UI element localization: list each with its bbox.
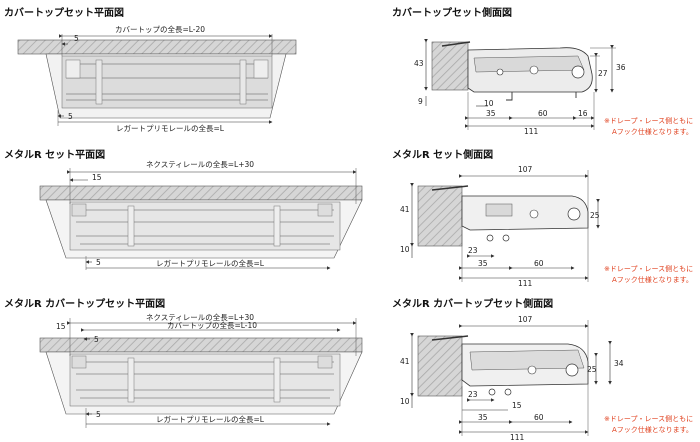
side3-labels: 107 41 10 25 34 23 15 35 60 111 bbox=[400, 315, 624, 442]
plan2-dim-15: 15 bbox=[92, 173, 102, 182]
side3-dim-41: 41 bbox=[400, 357, 410, 366]
plan1-labels: カバートップの全長=L-20 5 5 レガートプリモレールの全長=L bbox=[68, 24, 225, 133]
side1-dim-36: 36 bbox=[616, 63, 626, 72]
side3-dim-23: 23 bbox=[468, 390, 478, 399]
side2-dim-23: 23 bbox=[468, 246, 478, 255]
side-view-metal-r bbox=[410, 170, 600, 282]
side3-dim-35: 35 bbox=[478, 413, 488, 422]
side3-dim-15: 15 bbox=[512, 401, 522, 410]
note-1-line-2: Aフック仕様となります。 bbox=[612, 128, 693, 136]
side3-dim-60: 60 bbox=[534, 413, 544, 422]
side1-dim-111: 111 bbox=[524, 127, 539, 136]
plan3-top-length-label-1: ネクスティレールの全長=L+30 bbox=[146, 312, 254, 322]
note-3-line-1: ※ドレープ・レース側ともに bbox=[604, 415, 694, 423]
side1-dim-10: 10 bbox=[484, 99, 494, 108]
side3-dim-25: 25 bbox=[587, 365, 597, 374]
plan3-labels: ネクスティレールの全長=L+30 カバートップの全長=L-10 15 5 5 レ… bbox=[56, 312, 265, 424]
note-3-line-2: Aフック仕様となります。 bbox=[612, 426, 693, 434]
title-metal-r-cover-plan: メタルR カバートップセット平面図 bbox=[4, 299, 166, 310]
plan2-labels: ネクスティレールの全長=L+30 15 5 レガートプリモレールの全長=L bbox=[92, 159, 265, 268]
plan3-dim-15: 15 bbox=[56, 322, 66, 331]
plan3-bottom-length-label: レガートプリモレールの全長=L bbox=[156, 414, 265, 424]
side2-dim-25: 25 bbox=[590, 211, 600, 220]
side2-dim-41: 41 bbox=[400, 205, 410, 214]
plan1-top-length-label: カバートップの全長=L-20 bbox=[115, 24, 205, 34]
side-view-cover-top bbox=[424, 39, 616, 130]
side2-dim-10: 10 bbox=[400, 245, 410, 254]
note-hook-spec-1: ※ドレープ・レース側ともに Aフック仕様となります。 bbox=[604, 116, 693, 138]
note-hook-spec-2: ※ドレープ・レース側ともに Aフック仕様となります。 bbox=[604, 264, 693, 286]
plan3-dim-5-bottom: 5 bbox=[96, 410, 101, 419]
title-metal-r-plan: メタルR セット平面図 bbox=[4, 150, 106, 161]
side1-dim-9: 9 bbox=[418, 97, 423, 106]
side1-labels: 43 9 27 36 10 35 60 16 111 bbox=[414, 59, 626, 136]
plan3-dim-5-top: 5 bbox=[94, 335, 99, 344]
plan1-bottom-length-label: レガートプリモレールの全長=L bbox=[116, 123, 225, 133]
plan2-dim-5: 5 bbox=[96, 258, 101, 267]
plan3-top-length-label-2: カバートップの全長=L-10 bbox=[167, 320, 257, 330]
note-2-line-1: ※ドレープ・レース側ともに bbox=[604, 265, 694, 273]
title-metal-r-side: メタルR セット側面図 bbox=[392, 150, 494, 161]
plan-view-metal-r-cover-top bbox=[39, 318, 363, 428]
side2-dim-111: 111 bbox=[518, 279, 533, 288]
plan2-top-length-label: ネクスティレールの全長=L+30 bbox=[146, 159, 254, 169]
note-2-line-2: Aフック仕様となります。 bbox=[612, 276, 693, 284]
plan-view-metal-r bbox=[39, 168, 363, 270]
title-cover-top-side: カバートップセット側面図 bbox=[392, 8, 512, 19]
side3-dim-34: 34 bbox=[614, 359, 624, 368]
side1-dim-16: 16 bbox=[578, 109, 588, 118]
note-hook-spec-3: ※ドレープ・レース側ともに Aフック仕様となります。 bbox=[604, 414, 693, 436]
plan2-bottom-length-label: レガートプリモレールの全長=L bbox=[156, 258, 265, 268]
side2-dim-107: 107 bbox=[518, 165, 533, 174]
side2-dim-35: 35 bbox=[478, 259, 488, 268]
note-1-line-1: ※ドレープ・レース側ともに bbox=[604, 117, 694, 125]
plan-view-cover-top bbox=[17, 34, 297, 126]
side1-dim-60: 60 bbox=[538, 109, 548, 118]
side-view-metal-r-cover-top bbox=[410, 320, 612, 436]
plan1-dim-5-top: 5 bbox=[74, 34, 79, 43]
plan1-dim-5-bottom: 5 bbox=[68, 112, 73, 121]
side3-dim-107: 107 bbox=[518, 315, 533, 324]
side3-dim-10: 10 bbox=[400, 397, 410, 406]
side1-dim-27: 27 bbox=[598, 69, 608, 78]
title-cover-top-plan: カバートップセット平面図 bbox=[4, 8, 124, 19]
side1-dim-43: 43 bbox=[414, 59, 424, 68]
title-metal-r-cover-side: メタルR カバートップセット側面図 bbox=[392, 299, 554, 310]
side3-dim-111: 111 bbox=[510, 433, 525, 442]
side1-dim-35: 35 bbox=[486, 109, 496, 118]
side2-dim-60: 60 bbox=[534, 259, 544, 268]
side2-labels: 107 41 10 25 23 35 60 111 bbox=[400, 165, 600, 288]
